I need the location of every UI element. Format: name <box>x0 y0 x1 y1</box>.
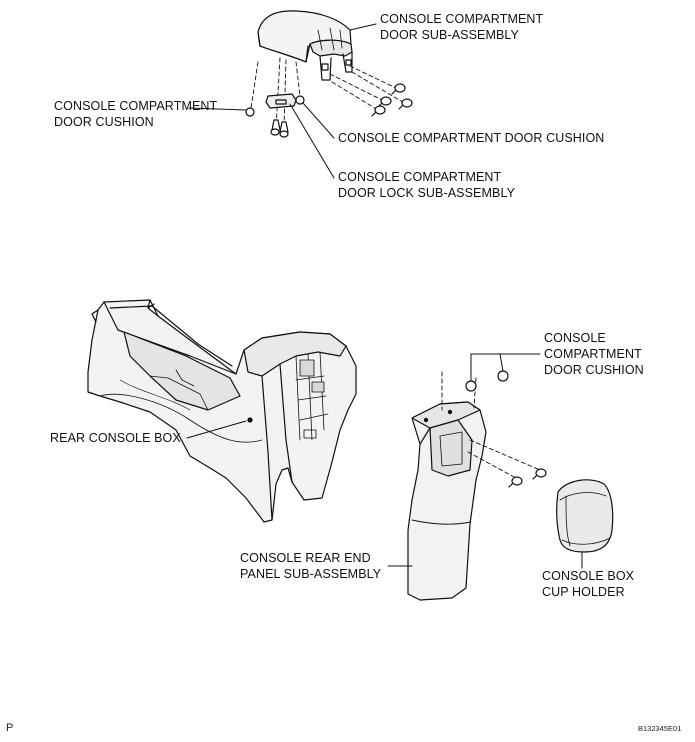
label-line: DOOR SUB-ASSEMBLY <box>380 28 519 42</box>
label-rear-end-panel: CONSOLE REAR END PANEL SUB-ASSEMBLY <box>240 550 381 582</box>
label-line: CONSOLE COMPARTMENT DOOR CUSHION <box>338 131 605 145</box>
cup-holder-part <box>556 479 614 553</box>
page-marker: P <box>6 722 14 734</box>
label-line: CUP HOLDER <box>542 585 625 599</box>
label-door-lock: CONSOLE COMPARTMENT DOOR LOCK SUB-ASSEMB… <box>338 169 515 201</box>
label-cup-holder: CONSOLE BOX CUP HOLDER <box>542 568 634 600</box>
console-compartment-door <box>257 10 353 81</box>
rear-console-box-leader <box>186 420 247 439</box>
top-leader-lines <box>188 23 377 179</box>
label-line: DOOR CUSHION <box>54 115 154 129</box>
label-line: PANEL SUB-ASSEMBLY <box>240 567 382 581</box>
lower-cushion-leaders <box>470 353 541 381</box>
figure-code: B132345E01 <box>638 724 682 733</box>
label-door-cushion-lower: CONSOLE COMPARTMENT DOOR CUSHION <box>544 330 644 378</box>
door-lock-part <box>265 93 297 138</box>
label-door-cushion-right: CONSOLE COMPARTMENT DOOR CUSHION <box>338 130 604 146</box>
top-cushions <box>245 95 305 117</box>
top-alignment-lines <box>250 57 407 129</box>
label-door-subassembly: CONSOLE COMPARTMENT DOOR SUB-ASSEMBLY <box>380 11 543 43</box>
rear-end-panel-part <box>407 401 487 601</box>
label-line: CONSOLE REAR END <box>240 551 371 565</box>
label-line: COMPARTMENT <box>544 347 642 361</box>
label-line: CONSOLE <box>544 331 606 345</box>
rear-console-box-part <box>87 299 357 523</box>
top-screws <box>371 83 413 117</box>
label-rear-console-box: REAR CONSOLE BOX <box>50 430 181 446</box>
label-line: REAR CONSOLE BOX <box>50 431 181 445</box>
lower-fasteners <box>465 370 547 488</box>
lower-alignment-lines <box>441 371 541 479</box>
label-line: DOOR CUSHION <box>544 363 644 377</box>
label-line: CONSOLE COMPARTMENT <box>380 12 544 26</box>
label-door-cushion-left: CONSOLE COMPARTMENT DOOR CUSHION <box>54 98 217 130</box>
label-line: DOOR LOCK SUB-ASSEMBLY <box>338 186 516 200</box>
label-line: CONSOLE BOX <box>542 569 635 583</box>
label-line: CONSOLE COMPARTMENT <box>338 170 502 184</box>
label-line: CONSOLE COMPARTMENT <box>54 99 218 113</box>
